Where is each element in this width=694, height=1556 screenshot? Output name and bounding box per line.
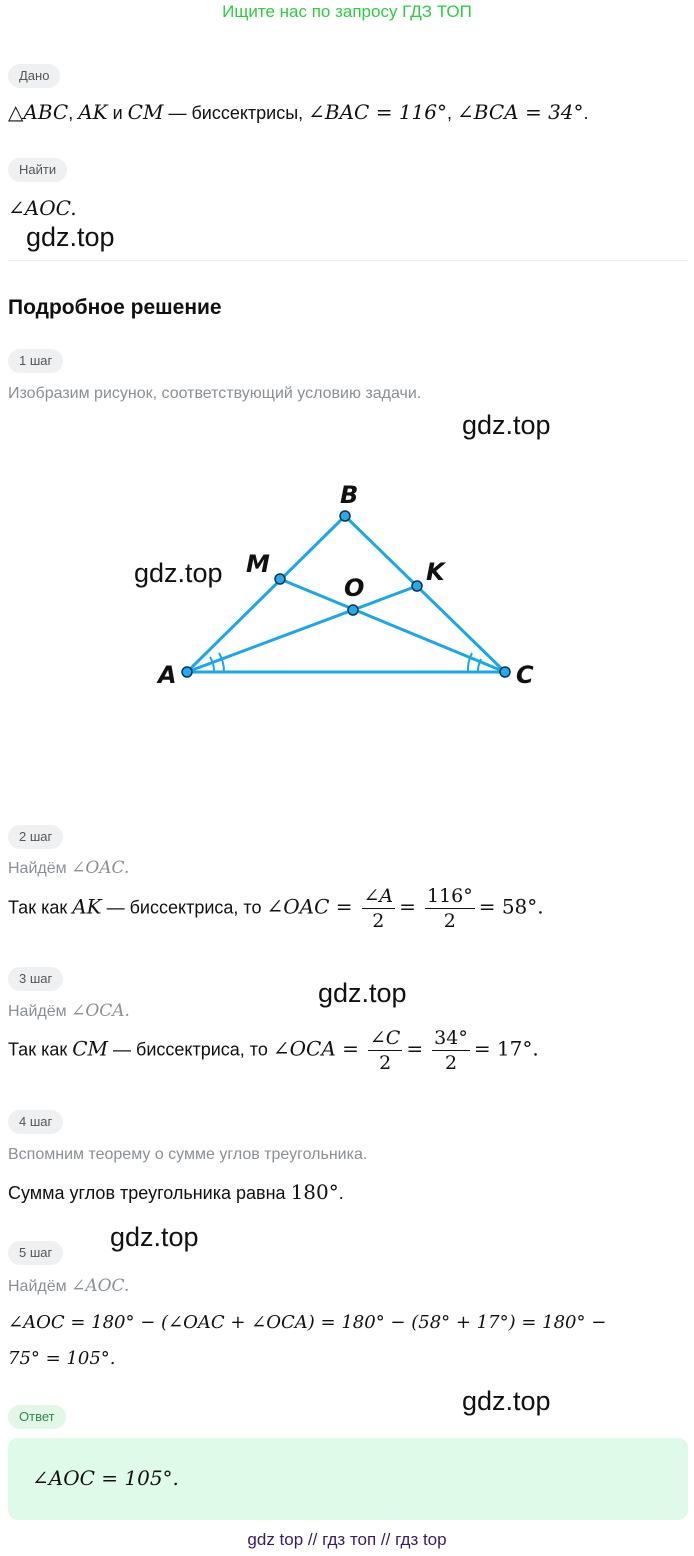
side-bc <box>343 514 507 674</box>
given-and: и <box>107 103 128 123</box>
watermark: gdz.top <box>462 410 551 440</box>
angle-arc-a-outer <box>218 652 226 673</box>
step-1-badge: 1 шаг <box>8 349 64 373</box>
step-4-badge: 4 шаг <box>8 1110 64 1134</box>
fraction-num: ∠A <box>361 885 396 909</box>
find-target: ∠AOC. <box>8 196 77 220</box>
watermark: gdz.top <box>26 222 115 252</box>
caption-text: Найдём <box>8 1278 72 1295</box>
watermark: gdz.top <box>134 558 223 588</box>
sum-text: Сумма углов треугольника равна <box>8 1183 291 1203</box>
step-2-badge: 2 шаг <box>8 825 64 849</box>
step-3-badge: 3 шаг <box>8 967 64 991</box>
given-end: . <box>583 103 589 123</box>
answer-box: ∠AOC = 105°. <box>8 1438 688 1520</box>
formula-mid: — биссектриса, то <box>108 1039 273 1060</box>
formula-mid: — биссектриса, то <box>101 897 267 918</box>
step-4-caption: Вспомним теорему о сумме углов треугольн… <box>8 1146 368 1163</box>
footer-links[interactable]: gdz top // гдз топ // гдз top <box>247 1530 447 1549</box>
step-4-text: Сумма углов треугольника равна 180°. <box>8 1180 344 1204</box>
given-seg-ak: AK <box>78 100 108 124</box>
label-o: O <box>344 574 364 602</box>
step-2-caption: Найдём ∠OAC. <box>8 858 129 878</box>
given-angle-bac: ∠BAC = 116° <box>308 100 448 124</box>
step-5-badge: 5 шаг <box>8 1241 64 1265</box>
fraction-116: 116°2 <box>424 884 475 933</box>
given-text: — биссектрисы, <box>163 103 309 123</box>
point-c <box>499 666 511 678</box>
fraction-num: 34° <box>432 1027 470 1051</box>
answer-badge: Ответ <box>8 1405 66 1429</box>
bisector-ak <box>186 584 418 674</box>
caption-text: Найдём <box>8 860 72 877</box>
fraction-num: 116° <box>424 885 475 909</box>
formula-lhs: ∠OCA = <box>272 1036 359 1061</box>
watermark: gdz.top <box>462 1386 551 1416</box>
formula-lhs: ∠OAC = <box>266 894 353 919</box>
formula-eq: = <box>406 1036 424 1061</box>
fraction-den: 2 <box>372 910 385 932</box>
caption-text: Найдём <box>8 1003 72 1020</box>
formula-seg: AK <box>72 894 102 919</box>
find-statement: ∠AOC. <box>8 196 77 220</box>
formula-lead: Так как <box>8 897 73 918</box>
formula-rhs: = 58°. <box>478 894 544 919</box>
given-statement: △ABC, AK и CM — биссектрисы, ∠BAC = 116°… <box>8 100 589 124</box>
caption-math: ∠OCA. <box>71 1001 130 1021</box>
given-sep: , <box>68 103 79 123</box>
given-angle-bca: ∠BCA = 34° <box>457 100 584 124</box>
answer-text: ∠AOC = 105°. <box>32 1466 179 1490</box>
point-o <box>347 604 359 616</box>
caption-math: ∠AOC. <box>71 1276 130 1296</box>
label-k: K <box>426 558 447 586</box>
angle-arc-a-inner <box>209 656 216 673</box>
fraction-den: 2 <box>444 1052 458 1074</box>
watermark: gdz.top <box>110 1222 199 1252</box>
step-3-caption: Найдём ∠OCA. <box>8 1001 130 1021</box>
given-sep2: , <box>447 103 458 123</box>
point-k <box>411 580 423 592</box>
watermark: gdz.top <box>318 978 407 1008</box>
solution-title: Подробное решение <box>8 296 222 319</box>
label-a: A <box>156 661 177 689</box>
fraction-den: 2 <box>443 910 456 932</box>
formula-rhs: = 17°. <box>473 1036 539 1061</box>
fraction-den: 2 <box>379 1052 392 1074</box>
section-divider <box>8 260 688 261</box>
label-m: M <box>246 550 270 578</box>
angle-arc-c-outer <box>466 652 473 673</box>
label-c: C <box>516 661 534 689</box>
given-badge: Дано <box>8 64 61 88</box>
step-1-caption: Изобразим рисунок, соответствующий услов… <box>8 385 422 402</box>
given-seg-cm: CM <box>127 100 164 124</box>
step-5-line2: 75° = 105°. <box>8 1348 116 1369</box>
given-triangle: △ABC <box>8 100 69 124</box>
formula-lead: Так как <box>8 1039 73 1060</box>
fraction-num: ∠C <box>367 1027 403 1051</box>
side-ab <box>185 514 347 674</box>
step-5-line1: ∠AOC = 180° − (∠OAC + ∠OCA) = 180° − (58… <box>8 1312 607 1333</box>
point-m <box>274 573 286 585</box>
formula-eq: = <box>399 894 416 919</box>
point-b <box>339 510 351 522</box>
point-a <box>181 666 193 678</box>
label-b: B <box>340 481 358 509</box>
triangle-diagram: A B C M K O <box>156 481 534 689</box>
sum-end: . <box>338 1183 344 1203</box>
formula-seg: CM <box>72 1036 109 1061</box>
triangle-lines <box>185 514 507 674</box>
caption-math: ∠OAC. <box>71 858 130 878</box>
bisector-cm <box>279 577 506 674</box>
step-5-caption: Найдём ∠AOC. <box>8 1276 129 1296</box>
search-banner: Ищите нас по запросу ГДЗ ТОП <box>222 2 472 21</box>
sum-value: 180° <box>290 1180 339 1204</box>
fraction-34: 34°2 <box>432 1026 470 1075</box>
angle-arc-c-inner <box>476 658 482 673</box>
find-badge: Найти <box>8 158 68 182</box>
